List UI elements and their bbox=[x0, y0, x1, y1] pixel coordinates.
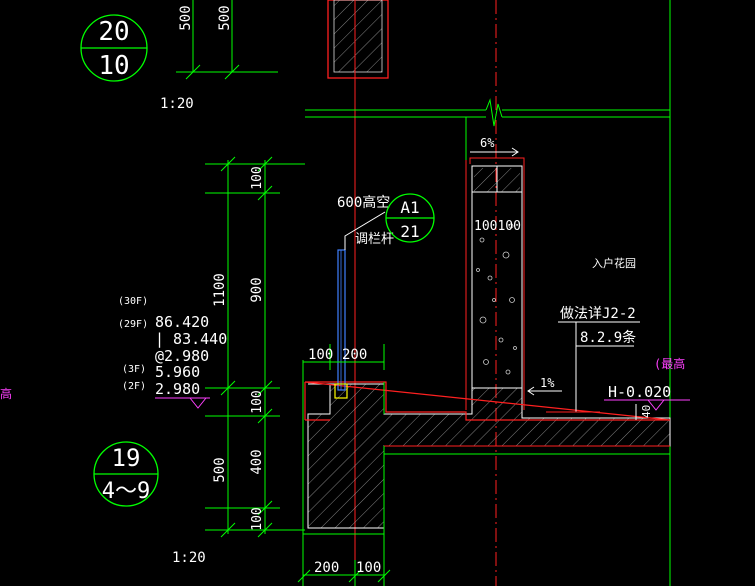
bubble-top-sheet: 10 bbox=[98, 51, 129, 81]
room-label: 入户花园 bbox=[592, 256, 636, 270]
level-line3: @2.980 bbox=[155, 347, 209, 365]
curb-dimension: 100 200 bbox=[303, 344, 385, 370]
callout-bottom: 21 bbox=[400, 222, 419, 241]
slab-section bbox=[304, 381, 671, 529]
bottom-dim-1: 200 bbox=[314, 560, 339, 576]
bottom-dim-2: 100 bbox=[356, 560, 381, 576]
wall-dims: 100100 bbox=[474, 219, 521, 234]
ref-line2: 8.2.9条 bbox=[580, 329, 636, 346]
callout-top: A1 bbox=[400, 198, 419, 217]
level-30f: (30F) bbox=[118, 296, 148, 307]
level-3f-label: (3F) bbox=[122, 364, 146, 375]
upper-slab-lines bbox=[305, 0, 671, 586]
elevation-mark: H-0.020 40 bbox=[546, 383, 690, 420]
top-dim-1: 500 bbox=[178, 5, 194, 30]
dim-400: 400 bbox=[249, 449, 265, 474]
title-bubble-top: 20 10 bbox=[80, 14, 148, 82]
title-bubble-bottom: 19 4～9 bbox=[93, 441, 159, 507]
top-dim-2: 500 bbox=[217, 5, 233, 30]
level-annotations: (30F) (29F) 86.420 | 83.440 @2.980 (3F) … bbox=[118, 296, 227, 409]
left-dimension-chain: 1100 500 100 900 100 400 100 bbox=[205, 156, 305, 538]
level-2f-value: 2.980 bbox=[155, 380, 200, 398]
elevation-label: H-0.020 bbox=[608, 383, 671, 401]
curb-dim-1: 100 bbox=[308, 347, 333, 363]
level-line2: | 83.440 bbox=[155, 330, 227, 348]
bubble-bottom-number: 19 bbox=[112, 444, 141, 472]
upper-wall-section bbox=[327, 0, 389, 79]
dim-100-c: 100 bbox=[250, 507, 265, 530]
small-dim-40: 40 bbox=[640, 405, 653, 418]
floor-slope: 1% bbox=[527, 376, 562, 396]
slope-floor: 1% bbox=[540, 376, 555, 390]
scale-bottom: 1:20 bbox=[172, 550, 206, 566]
left-edge-note: 高 bbox=[0, 386, 12, 401]
gap-label: 600高空 bbox=[337, 194, 390, 211]
callout-bubble: A1 21 bbox=[385, 193, 435, 243]
section-outline bbox=[302, 360, 670, 586]
reference-note: 做法详J2-2 8.2.9条 bbox=[558, 306, 640, 412]
wall-column: 100100 6% bbox=[465, 136, 525, 410]
level-3f-value: 5.960 bbox=[155, 363, 200, 381]
level-29f-label: (29F) bbox=[118, 319, 148, 330]
rail-label: 调栏杆 bbox=[355, 232, 394, 247]
level-29f-value: 86.420 bbox=[155, 313, 209, 331]
dim-900: 900 bbox=[249, 277, 265, 302]
dim-100-b: 100 bbox=[250, 390, 265, 413]
curb-dim-2: 200 bbox=[342, 347, 367, 363]
right-edge-note: (最高 bbox=[654, 356, 685, 371]
bubble-top-number: 20 bbox=[98, 17, 129, 47]
ref-line1: 做法详J2-2 bbox=[560, 306, 636, 322]
railing bbox=[334, 211, 386, 399]
slope-top: 6% bbox=[480, 136, 495, 150]
bubble-bottom-sheet: 4～9 bbox=[102, 479, 151, 504]
top-dimension-group: 500 500 bbox=[176, 0, 278, 80]
level-2f-label: (2F) bbox=[122, 381, 146, 392]
dim-100-a: 100 bbox=[250, 166, 265, 189]
bottom-dimension: 200 100 bbox=[297, 560, 391, 586]
scale-top: 1:20 bbox=[160, 96, 194, 112]
dim-500: 500 bbox=[212, 457, 228, 482]
dim-1100: 1100 bbox=[212, 273, 228, 307]
